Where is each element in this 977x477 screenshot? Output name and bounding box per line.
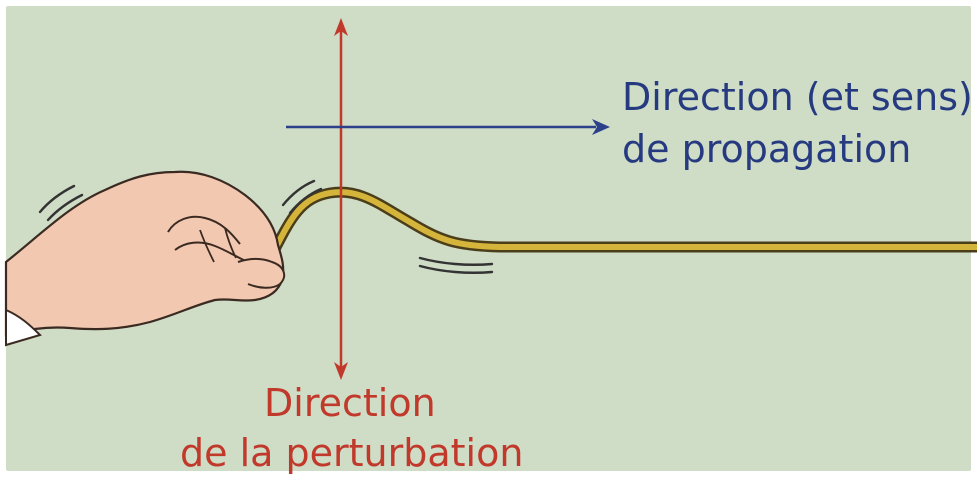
- perturbation-label-line1: Direction: [264, 381, 436, 425]
- propagation-label-line1: Direction (et sens): [622, 75, 973, 119]
- propagation-label-line2: de propagation: [622, 127, 911, 171]
- perturbation-label-line2: de la perturbation: [180, 431, 523, 475]
